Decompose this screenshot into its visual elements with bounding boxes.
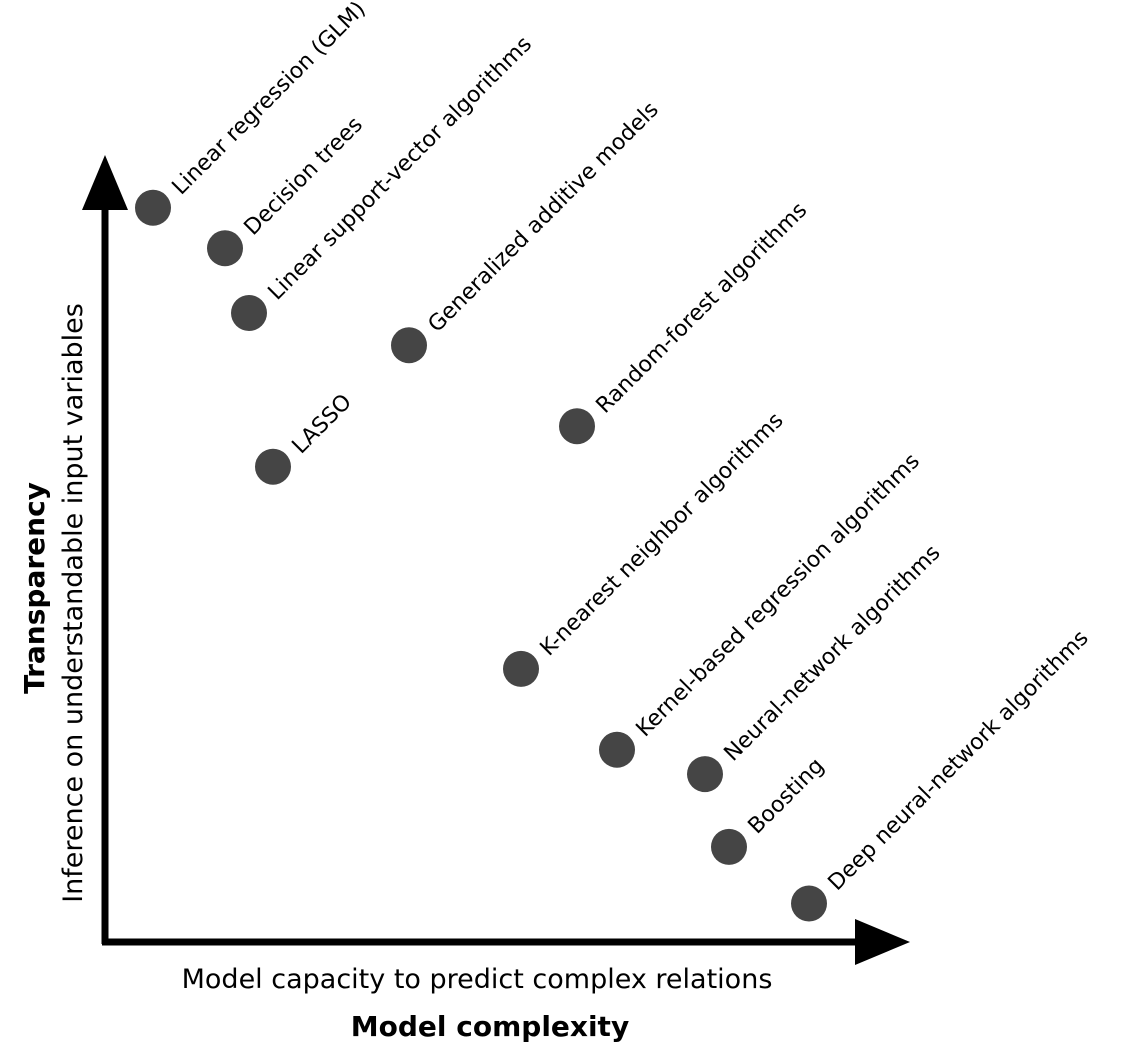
x-axis-subtitle: Model capacity to predict complex relati…: [182, 964, 773, 995]
data-point: [559, 408, 595, 445]
data-point: [231, 295, 267, 331]
data-point: [503, 650, 539, 687]
data-point: [599, 731, 635, 768]
data-point: [791, 885, 827, 922]
point-label: LASSO: [288, 390, 357, 459]
y-axis-title: Transparency: [18, 482, 51, 694]
point-label: Random-forest algorithms: [592, 198, 813, 419]
point-label: Generalized additive models: [424, 97, 664, 337]
point-label: Neural-network algorithms: [720, 540, 946, 766]
x-axis-arrowhead: [855, 919, 910, 965]
data-point: [135, 189, 171, 226]
point-label: Linear regression (GLM): [168, 0, 371, 200]
point-label: Deep neural-network algorithms: [824, 626, 1094, 896]
point-label: Boosting: [744, 753, 830, 839]
data-point: [255, 448, 291, 485]
data-points-layer: Linear regression (GLM)Decision treesLin…: [135, 0, 1094, 922]
data-point: [391, 327, 427, 364]
data-point: [687, 756, 723, 793]
y-axis-subtitle: Inference on understandable input variab…: [58, 303, 89, 903]
y-axis-arrowhead: [82, 155, 128, 210]
x-axis-title: Model complexity: [351, 1010, 629, 1043]
data-point: [711, 828, 747, 865]
data-point: [207, 230, 243, 267]
